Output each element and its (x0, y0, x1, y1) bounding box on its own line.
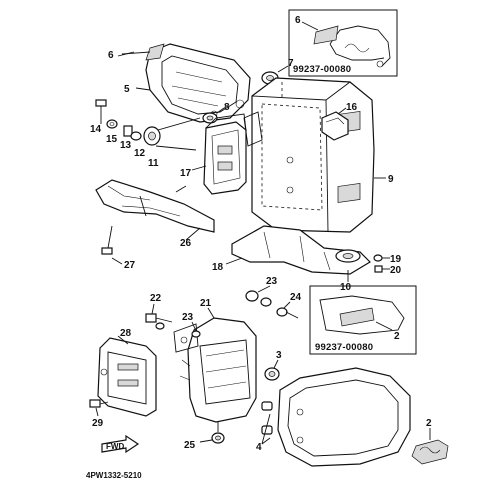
part-27-bolt (101, 225, 113, 255)
callout-23-upper: 23 (266, 276, 278, 287)
callout-2: 2 (426, 418, 432, 429)
part-16-clip (321, 111, 349, 141)
part-17-bracket (203, 113, 247, 195)
inset-top-callout: 6 (295, 15, 301, 26)
inset-bottom: 2 99237-00080 (309, 285, 417, 355)
part-15-washer (106, 119, 118, 129)
callout-20: 20 (390, 265, 402, 276)
callout-6: 6 (108, 50, 114, 61)
inset-top: 6 99237-00080 (288, 9, 398, 77)
callout-10: 10 (340, 282, 352, 293)
figure-code: 4PW1332-5210 (86, 471, 142, 480)
part-25-grommet (211, 432, 225, 444)
upper-side-cover (145, 43, 251, 123)
fwd-arrow: FWD (101, 434, 140, 454)
callout-labels: 6 5 7 8 14 15 13 12 11 16 9 17 26 27 18 … (90, 50, 432, 453)
inset-bottom-callout: 2 (394, 331, 400, 342)
box-vent-lower (337, 183, 361, 203)
callout-29: 29 (92, 418, 104, 429)
callout-16: 16 (346, 102, 358, 113)
callout-11: 11 (148, 158, 159, 169)
part-13-collar (123, 125, 133, 137)
callout-27: 27 (124, 260, 136, 271)
part-8-grommet (202, 112, 218, 124)
inset-bottom-emblem (339, 307, 375, 327)
callout-9: 9 (388, 174, 394, 185)
main-side-cover (277, 367, 411, 467)
callout-18: 18 (212, 262, 224, 273)
part-3-grommet (264, 367, 280, 381)
inset-top-frame (288, 9, 398, 77)
part-11-grommet (143, 126, 161, 146)
callout-22: 22 (150, 293, 162, 304)
callout-7: 7 (288, 58, 294, 69)
inset-bottom-part-number: 99237-00080 (315, 342, 373, 353)
callout-23-lower: 23 (182, 312, 194, 323)
callout-15: 15 (106, 134, 118, 145)
callout-5: 5 (124, 84, 130, 95)
inset-top-part-number: 99237-00080 (293, 64, 351, 75)
part-26-bracket (95, 179, 215, 233)
callout-28: 28 (120, 328, 132, 339)
callout-21: 21 (200, 298, 212, 309)
part-21-airbox (173, 317, 257, 423)
part-20-washer (374, 265, 383, 273)
part-2-emblem (411, 439, 449, 465)
callout-24: 24 (290, 292, 302, 303)
part-18-lower-tray (231, 225, 371, 275)
part-28-cover (97, 337, 157, 417)
callout-3: 3 (276, 350, 282, 361)
cover-emblem-6 (145, 43, 165, 61)
fwd-label: FWD (106, 442, 124, 451)
part-22-bolt (145, 313, 173, 330)
part-14-bolt (95, 99, 107, 124)
inset-top-cover-sketch (329, 25, 391, 67)
part-23-grommet-upper (245, 290, 272, 307)
callout-12: 12 (134, 148, 146, 159)
part-23-grommet-lower (191, 330, 201, 338)
callout-17: 17 (180, 168, 192, 179)
part-24-screw (276, 307, 299, 319)
part-4-grommets (261, 401, 273, 435)
part-19-screw (373, 254, 383, 262)
inset-top-emblem (313, 25, 339, 45)
part-12-washer (130, 131, 142, 141)
callout-4: 4 (256, 442, 262, 453)
callout-19: 19 (390, 254, 402, 265)
callout-26: 26 (180, 238, 192, 249)
part-29-bolt (89, 399, 109, 408)
callout-14: 14 (90, 124, 102, 135)
callout-25: 25 (184, 440, 196, 451)
callout-8: 8 (224, 102, 230, 113)
callout-13: 13 (120, 140, 132, 151)
